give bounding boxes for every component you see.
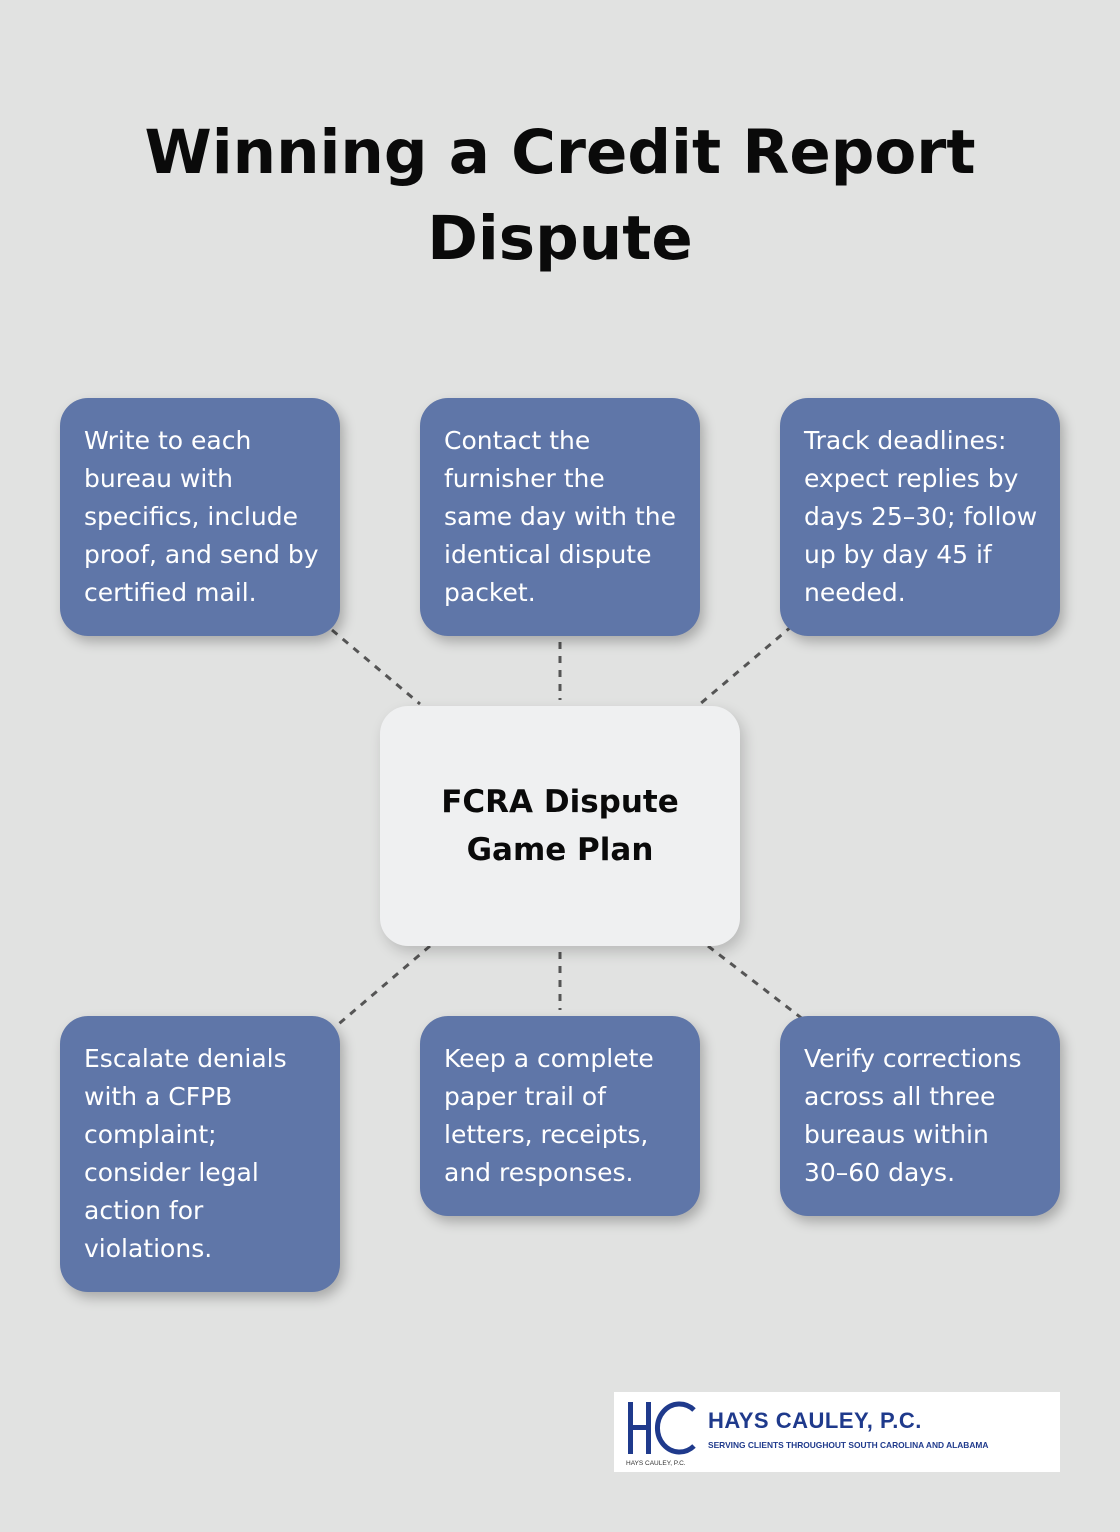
step-text-1: Write to each bureau with specifics, inc…	[84, 426, 319, 607]
company-logo: HAYS CAULEY, P.C. SERVING CLIENTS THROUG…	[614, 1392, 1060, 1472]
connector-bottom-right	[707, 944, 805, 1022]
logo-tagline: SERVING CLIENTS THROUGHOUT SOUTH CAROLIN…	[708, 1440, 989, 1450]
page-title: Winning a Credit Report Dispute	[0, 110, 1120, 282]
step-box-2: Contact the furnisher the same day with …	[420, 398, 700, 636]
step-text-2: Contact the furnisher the same day with …	[444, 426, 676, 607]
center-node: FCRA Dispute Game Plan	[380, 706, 740, 946]
page-title-line-1: Winning a Credit Report	[144, 117, 976, 188]
step-text-6: Verify corrections across all three bure…	[804, 1044, 1022, 1187]
step-text-5: Keep a complete paper trail of letters, …	[444, 1044, 654, 1187]
connector-top-right	[699, 624, 793, 706]
center-node-label: FCRA Dispute Game Plan	[441, 784, 679, 868]
page-title-line-2: Dispute	[427, 203, 693, 274]
connector-bottom-left	[333, 944, 431, 1030]
hc-monogram-icon	[628, 1401, 696, 1455]
step-box-5: Keep a complete paper trail of letters, …	[420, 1016, 700, 1216]
connector-top-left	[331, 628, 421, 706]
logo-small-text: HAYS CAULEY, P.C.	[626, 1460, 686, 1467]
step-box-3: Track deadlines: expect replies by days …	[780, 398, 1060, 636]
step-text-3: Track deadlines: expect replies by days …	[804, 426, 1038, 607]
logo-company-name: HAYS CAULEY, P.C.	[708, 1408, 922, 1433]
step-box-6: Verify corrections across all three bure…	[780, 1016, 1060, 1216]
step-box-4: Escalate denials with a CFPB complaint; …	[60, 1016, 340, 1292]
step-box-1: Write to each bureau with specifics, inc…	[60, 398, 340, 636]
step-text-4: Escalate denials with a CFPB complaint; …	[84, 1044, 287, 1263]
